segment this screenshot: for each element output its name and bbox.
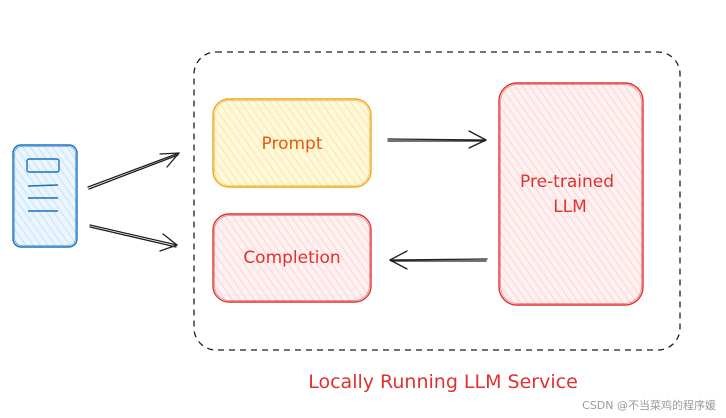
completion-label: Completion xyxy=(243,248,340,268)
llm-box: Pre-trained LLM xyxy=(498,82,644,306)
llm-to-completion-arrow xyxy=(389,250,488,270)
watermark: CSDN @不当菜鸡的程序媛 xyxy=(582,399,716,412)
llm-label-line2: LLM xyxy=(553,197,587,217)
prompt-to-llm-arrow xyxy=(387,130,487,149)
prompt-box: Prompt xyxy=(212,98,372,188)
completion-box: Completion xyxy=(212,213,372,303)
service-caption: Locally Running LLM Service xyxy=(308,371,578,393)
llm-label-line1: Pre-trained xyxy=(520,172,614,192)
completion-to-client-arrow xyxy=(89,224,178,252)
service-container xyxy=(193,51,681,351)
prompt-label: Prompt xyxy=(262,134,323,154)
client-to-prompt-arrow xyxy=(87,152,180,190)
document-icon xyxy=(12,144,78,248)
